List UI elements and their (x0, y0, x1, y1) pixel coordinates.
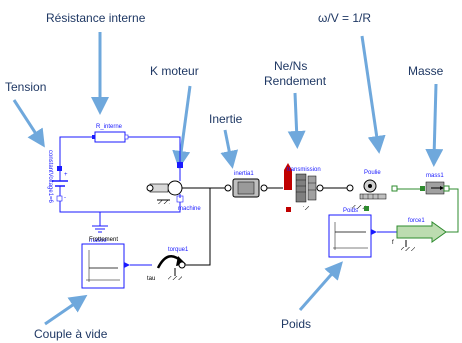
label-constant-voltage: constantVoltage1=6 (47, 150, 53, 204)
annotation-ne-ns: Ne/Ns (274, 59, 307, 73)
arrow-omega (360, 35, 386, 154)
electrical-circuit (59, 136, 181, 226)
label-torque: torque1 (168, 247, 189, 253)
transmission-block[interactable]: transmission (284, 163, 324, 212)
label-plus: + (64, 172, 68, 178)
constant-voltage-source[interactable]: + - constantVoltage1=6 (47, 150, 68, 204)
arrow-couple (44, 294, 88, 326)
label-force: force1 (408, 218, 425, 224)
annotation-kmoteur: K moteur (150, 64, 199, 78)
label-mass1: mass1 (426, 173, 444, 179)
label-f: f (392, 240, 394, 246)
label-transmission: transmission (287, 167, 321, 173)
annotation-rendement: Rendement (264, 74, 327, 88)
electrical-ground[interactable]: masse (89, 225, 108, 244)
wire-bottom (59, 198, 181, 213)
annotation-tension: Tension (5, 80, 46, 94)
resistor-r-interne[interactable]: R_interne (92, 124, 129, 143)
annotation-inertie: Inertie (209, 112, 243, 126)
label-poids-source: Poids (343, 208, 358, 214)
wire-right-top (125, 136, 181, 165)
annotation-masse: Masse (408, 64, 444, 78)
label-minus: - (64, 195, 66, 201)
label-tau: tau (147, 276, 155, 282)
arrow-tension (12, 99, 45, 148)
annotation-resistance: Résistance interne (46, 11, 146, 25)
wire-left-top (59, 136, 95, 170)
torque-block[interactable]: torque1 tau (147, 247, 189, 282)
machine-emf[interactable]: machine (146, 162, 201, 212)
label-poulie: Poulie (364, 170, 381, 176)
arrow-masse (425, 83, 444, 167)
arrow-poids (298, 261, 343, 311)
inertia-block[interactable]: inertia1 (224, 171, 268, 198)
arrow-inertie (220, 129, 239, 169)
poids-source-block[interactable]: Poids (328, 208, 377, 258)
force-block[interactable]: force1 f (392, 218, 447, 251)
label-r-interne: R_interne (96, 124, 123, 130)
label-frottement: Frottement (89, 237, 118, 243)
poulie-block[interactable]: Poulie (346, 170, 398, 211)
annotation-omega: ω/V = 1/R (318, 11, 371, 25)
label-inertia: inertia1 (234, 171, 254, 177)
label-machine: machine (178, 206, 201, 212)
arrow-kmoteur (172, 85, 192, 169)
frottement-block[interactable]: Frottement (81, 237, 130, 289)
annotation-couple: Couple à vide (34, 327, 108, 341)
annotation-poids: Poids (281, 317, 311, 331)
mass-block[interactable]: mass1 (420, 173, 450, 195)
translational-connections (397, 188, 459, 233)
arrow-ne-ns (287, 92, 306, 149)
label-masse: masse (89, 238, 107, 244)
annotation-arrows (12, 32, 444, 326)
rotational-connections (182, 187, 350, 266)
